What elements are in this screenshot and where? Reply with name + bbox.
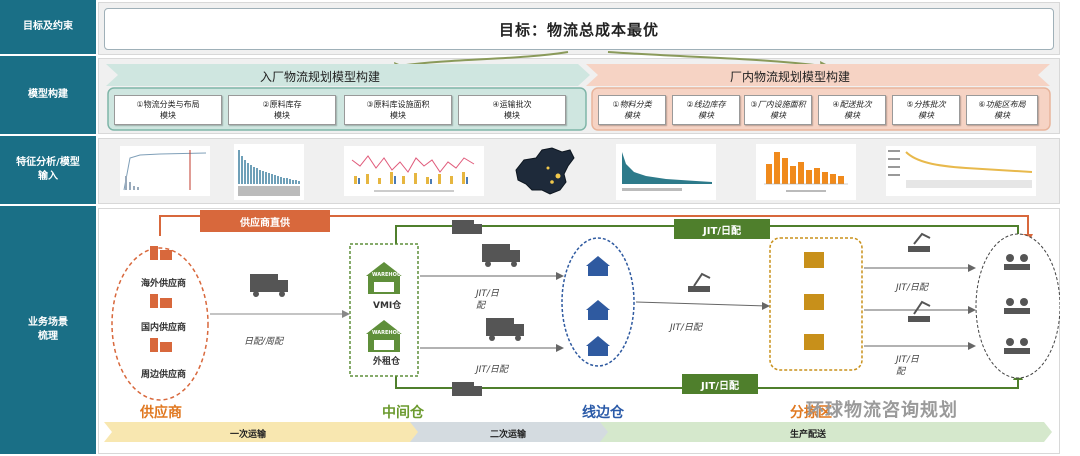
stage-title-supplier: 供应商 (140, 405, 182, 421)
warehouse-sign-2: WAREHOUSE (372, 330, 408, 336)
thumbnail-line-chart (344, 146, 484, 196)
inplant-module-2: ②线边库存 模块 (672, 95, 740, 125)
inplant-module-4: ④配送批次 模块 (818, 95, 886, 125)
inbound-module-2: ②原料库存 模块 (228, 95, 336, 125)
supplier-nearby: 周边供应商 (141, 370, 187, 380)
jit-tag-top: JIT/日配 (674, 219, 770, 239)
inplant-module-6: ⑥功能区布局 模块 (966, 95, 1038, 125)
outsourced-warehouse-label: 外租仓 (373, 357, 401, 367)
row-label-scenario: 业务场景 梳理 (0, 206, 96, 456)
inplant-module-3: ③厂内设施面积 模块 (744, 95, 812, 125)
stage-title-middle: 中间仓 (382, 405, 424, 421)
inplant-module-1: ①物料分类 模块 (598, 95, 666, 125)
bottom-bar-production: 生产配送 (790, 430, 827, 440)
thumbnail-pareto-chart (120, 146, 210, 196)
label-jit-right-2: JIT/日 配 (896, 355, 919, 377)
inbound-title: 入厂物流规划模型构建 (259, 70, 380, 84)
supplier-overseas: 海外供应商 (141, 279, 187, 289)
scenario-diagram (111, 215, 1060, 401)
thumbnail-bar-decline-chart (234, 144, 304, 200)
thumbnail-decay-area-chart (616, 144, 716, 200)
inbound-module-1: ①物流分类与布局 模块 (114, 95, 222, 125)
thumbnail-china-map (515, 147, 575, 195)
vmi-warehouse-label: VMI仓 (373, 301, 402, 311)
watermark-text: 环球物流咨询规划 (806, 400, 958, 421)
row-label-goal: 目标及约束 (0, 0, 96, 56)
label-jit-split: JIT/日 配 (476, 289, 499, 311)
label-daily-weekly: 日配/周配 (244, 337, 284, 347)
warehouse-sign-1: WAREHOUSE (372, 272, 408, 278)
inbound-module-4: ④运输批次 模块 (458, 95, 566, 125)
stage-title-lineside: 线边仓 (582, 405, 624, 421)
supplier-domestic: 国内供应商 (141, 323, 187, 333)
supplier-direct-tag: 供应商直供 (200, 210, 330, 232)
inbound-module-3: ③原料库设施面积 模块 (344, 95, 452, 125)
row-label-model: 模型构建 (0, 56, 96, 136)
bottom-bar-secondary: 二次运输 (490, 430, 527, 440)
jit-tag-bottom: JIT/日配 (682, 374, 758, 394)
stage-title-delivery: 分拣区 (790, 405, 832, 421)
label-jit-lower: JIT/日配 (476, 365, 508, 375)
goal-box: 目标：物流总成本最优 (104, 8, 1054, 50)
inplant-module-5: ⑤分拣批次 模块 (892, 95, 960, 125)
inplant-title: 厂内物流规划模型构建 (729, 70, 850, 84)
thumbnail-long-tail-chart (886, 146, 1036, 196)
label-jit-right-1: JIT/日配 (896, 283, 928, 293)
label-jit-mid: JIT/日配 (670, 323, 702, 333)
thumbnail-orange-bar-chart (756, 144, 856, 200)
bottom-transport-bar (104, 422, 1052, 442)
bottom-bar-primary: 一次运输 (230, 430, 267, 440)
row-label-features: 特征分析/模型 输入 (0, 136, 96, 206)
